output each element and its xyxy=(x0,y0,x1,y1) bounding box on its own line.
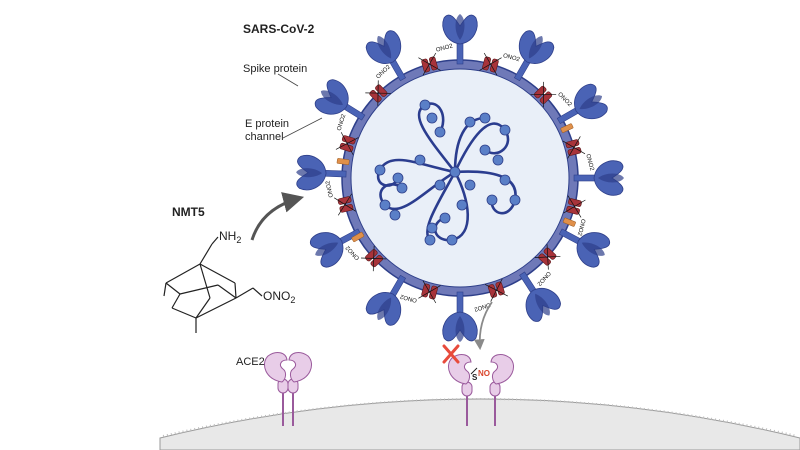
nitrate-tag-8: ONO2 xyxy=(325,179,335,198)
nitrated-site-6: ONO2 xyxy=(399,280,441,304)
nucleocapsid-bead-6 xyxy=(509,194,521,206)
nitrate-tag-3: ONO2 xyxy=(576,218,586,237)
nucleocapsid-bead-1 xyxy=(434,126,446,138)
nucleocapsid-bead-5 xyxy=(492,154,504,166)
nitrated-site-11: ONO2 xyxy=(418,43,454,76)
spike-protein-9 xyxy=(296,155,347,191)
viral-envelope-inner xyxy=(350,68,570,288)
nucleocapsid-bead-11 xyxy=(426,222,438,234)
cell-membrane xyxy=(159,398,800,450)
spike-protein-3 xyxy=(573,160,624,196)
e-protein-channel-0 xyxy=(560,123,574,133)
nucleocapsid-bead-17 xyxy=(479,112,491,124)
blocked-binding-mark xyxy=(442,344,460,364)
nucleocapsid-bead-0 xyxy=(419,99,431,111)
virus-label: SARS-CoV-2 xyxy=(243,22,315,36)
nucleocapsid-bead-7 xyxy=(486,194,498,206)
spike-protein-8 xyxy=(309,228,362,268)
spike-protein-7 xyxy=(365,274,407,326)
nitrated-site-0: ONO2 xyxy=(479,52,521,76)
ace2-receptor-left xyxy=(264,352,312,426)
spike-protein-label: Spike protein xyxy=(243,63,308,75)
nucleocapsid-bead-13 xyxy=(396,182,408,194)
nucleocapsid-bead-8 xyxy=(499,174,511,186)
e-protein-channels xyxy=(336,123,576,243)
nucleocapsid-bead-3 xyxy=(499,124,511,136)
drug-label: NMT5 xyxy=(172,205,205,219)
sno-no-label: NO xyxy=(478,369,490,378)
amine-group-label: NH2 xyxy=(219,229,241,245)
nucleocapsid-bead-14 xyxy=(389,209,401,221)
nucleocapsid-bead-24 xyxy=(414,154,426,166)
nitrated-site-5: ONO2 xyxy=(473,278,508,312)
e-protein-channel-2 xyxy=(336,158,350,166)
nucleocapsid-bead-10 xyxy=(439,212,451,224)
nitrate-tag-0: ONO2 xyxy=(502,53,521,63)
virus-particle: ONO2ONO2ONO2ONO2ONO2ONO2ONO2ONO2ONO2ONO2… xyxy=(296,14,624,342)
nucleocapsid-bead-12 xyxy=(379,199,391,211)
nucleocapsid-bead-18 xyxy=(464,116,476,128)
spike-protein-0 xyxy=(442,14,478,65)
nucleocapsid-bead-16 xyxy=(392,172,404,184)
nucleocapsid-bead-15 xyxy=(374,164,386,176)
nitrate-tag-5: ONO2 xyxy=(473,301,492,312)
spike-protein-6 xyxy=(442,291,478,342)
nucleocapsid-bead-23 xyxy=(456,199,468,211)
nucleocapsid-bead-4 xyxy=(479,144,491,156)
nitrate-tag-6: ONO2 xyxy=(399,293,418,303)
nitrated-site-3: ONO2 xyxy=(563,195,586,237)
spike-proteins xyxy=(296,14,624,342)
nmt5-structure xyxy=(163,236,263,333)
spike-protein-4 xyxy=(558,228,611,268)
e-protein-channel-label: E protein channel xyxy=(245,118,289,144)
spike-protein-5 xyxy=(519,271,561,322)
binding-arrow xyxy=(473,301,493,351)
e-protein-channel-label-line1: E protein xyxy=(245,118,290,130)
nucleocapsid-bead-21 xyxy=(464,179,476,191)
ace2-receptor-blocked xyxy=(448,354,514,426)
spike-protein-11 xyxy=(365,30,407,82)
e-protein-channel-label-line2: channel xyxy=(245,131,284,143)
nitrate-group-label: ONO2 xyxy=(263,289,295,305)
nucleocapsid-rna xyxy=(374,99,521,246)
spike-protein-1 xyxy=(513,30,555,82)
spike-protein-10 xyxy=(314,79,366,121)
nitrate-tag-11: ONO2 xyxy=(435,43,454,53)
spike-protein-2 xyxy=(556,83,608,125)
nucleocapsid-bead-2 xyxy=(426,112,438,124)
sno-s-label: S xyxy=(472,373,478,382)
e-protein-channel-1 xyxy=(351,231,365,243)
delivery-arrow xyxy=(250,192,305,241)
nitrated-site-8: ONO2 xyxy=(325,179,357,216)
nucleocapsid-bead-20 xyxy=(449,166,461,178)
e-protein-channel-3 xyxy=(562,217,576,227)
nitrated-site-2: ONO2 xyxy=(562,136,595,172)
ace2-label: ACE2 xyxy=(236,356,265,368)
nitrated-sites: ONO2ONO2ONO2ONO2ONO2ONO2ONO2ONO2ONO2ONO2… xyxy=(325,43,595,312)
nucleocapsid-bead-9 xyxy=(446,234,458,246)
nitrate-tag-2: ONO2 xyxy=(584,153,594,172)
nitrate-tag-9: ONO2 xyxy=(337,113,348,132)
nucleocapsid-bead-22 xyxy=(434,179,446,191)
nitrated-site-9: ONO2 xyxy=(335,113,359,155)
nucleocapsid-bead-19 xyxy=(424,234,436,246)
